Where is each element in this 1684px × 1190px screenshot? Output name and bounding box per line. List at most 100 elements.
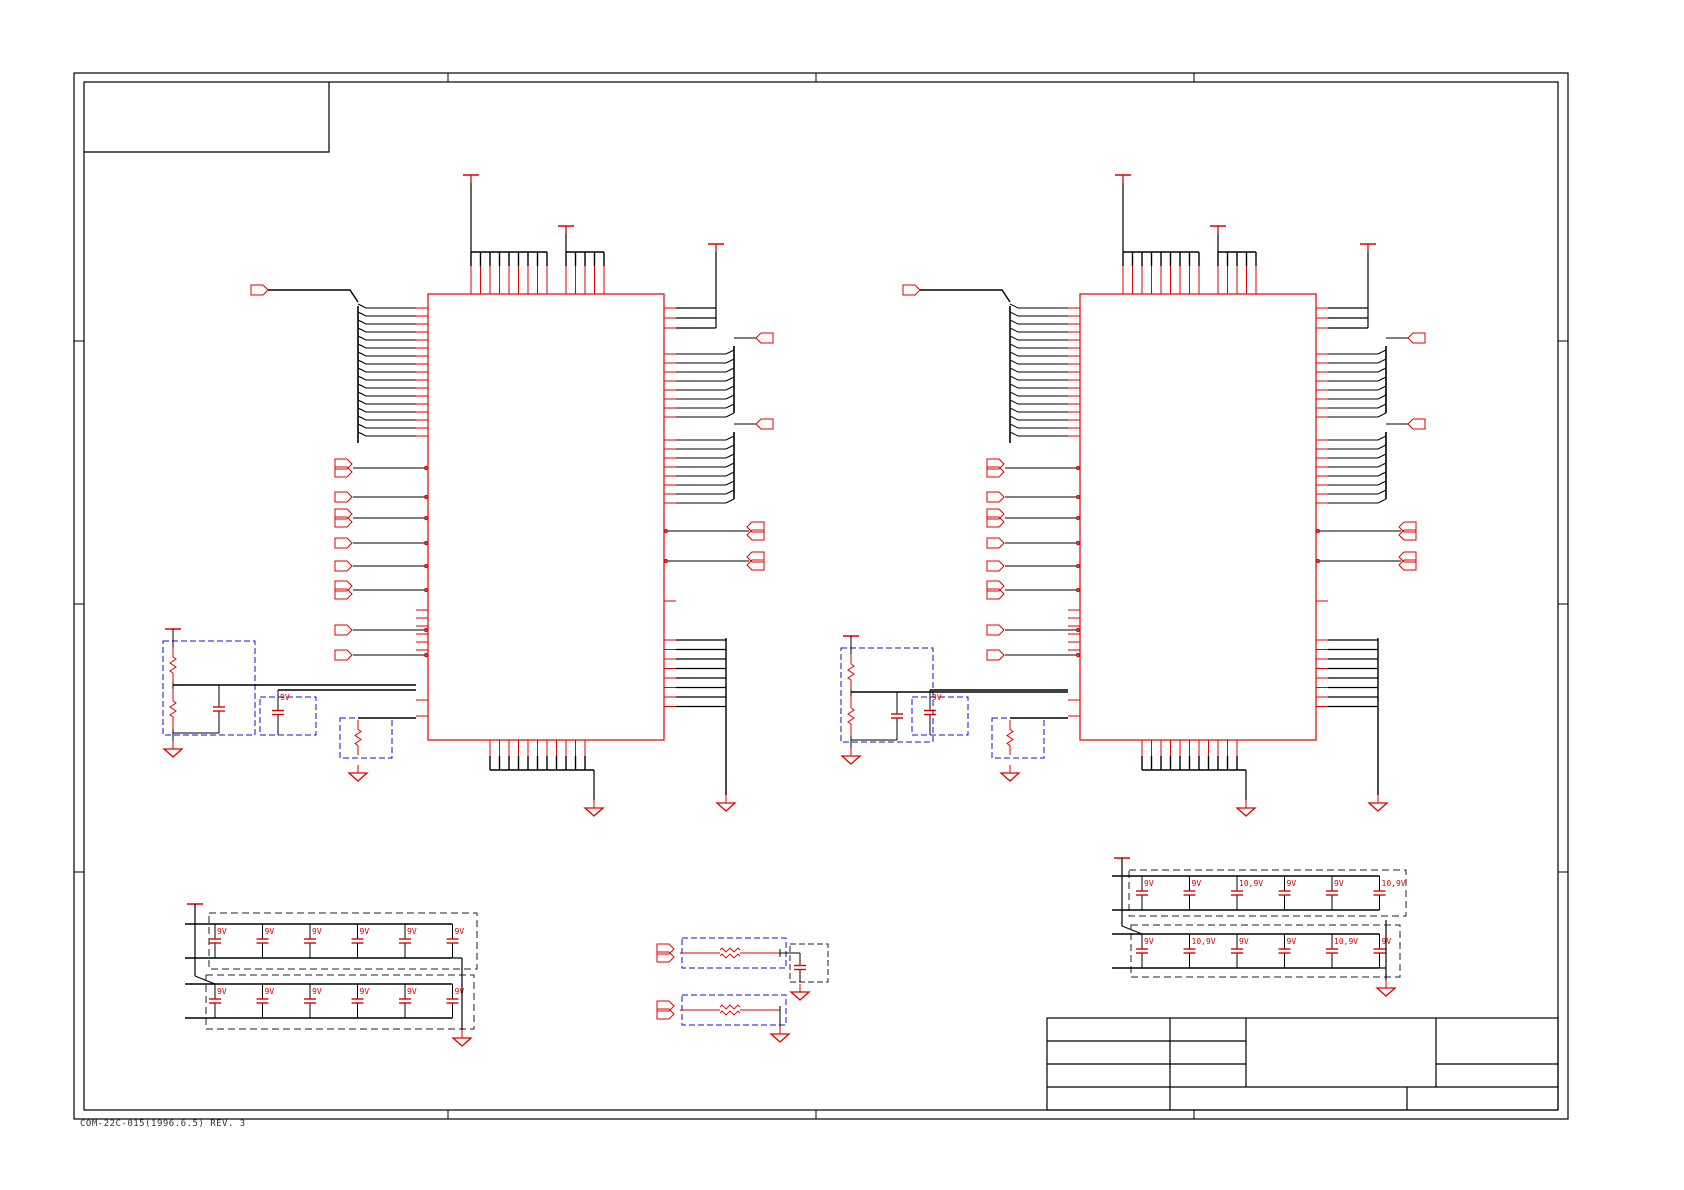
port-connector-icon (334, 508, 353, 528)
capacitor-icon: 9V (446, 984, 465, 1018)
capacitor-voltage-label: 9V (360, 927, 370, 936)
port-connector-icon (1407, 332, 1426, 344)
capacitor-icon: 9V (1278, 934, 1297, 968)
capacitor-icon: 9V (209, 924, 227, 958)
capacitor-icon: 9V (399, 924, 417, 958)
capacitor-icon: 9V (256, 924, 275, 958)
capacitor-icon: 9V (399, 984, 417, 1018)
ic-pin-dot (1075, 540, 1081, 546)
resistor-group-box (339, 717, 393, 759)
capacitor-icon: 9V (304, 924, 322, 958)
ic-pin-dot (1075, 494, 1081, 500)
capacitor-voltage-label: 9V (407, 987, 417, 996)
capacitor-voltage-label: 9V (312, 927, 322, 936)
power-rail-icon (558, 225, 574, 234)
ic-pin-dot (423, 465, 429, 471)
outer-border (73, 72, 1569, 1120)
ic-body (1079, 293, 1317, 741)
ic-pin-dot (423, 652, 429, 658)
filter-cap-box (789, 943, 829, 983)
resistor-icon (1006, 720, 1014, 755)
port-connector-icon (986, 560, 1005, 572)
port-connector-icon (986, 624, 1005, 636)
capacitor-voltage-label: 9V (932, 693, 942, 702)
ground-icon (999, 765, 1021, 782)
capacitor-icon: 10,9V (1326, 934, 1358, 968)
port-connector-icon (986, 491, 1005, 503)
port-connector-icon (986, 458, 1005, 478)
capacitor-icon: 9V (1231, 934, 1249, 968)
ic-pin-dot (663, 558, 669, 564)
port-connector-icon (746, 521, 765, 541)
ic-pin-dot (1315, 528, 1321, 534)
port-connector-icon (986, 537, 1005, 549)
ground-icon (840, 748, 862, 765)
port-connector-icon (334, 649, 353, 661)
power-rail-icon (1210, 225, 1226, 234)
ground-icon (769, 1026, 791, 1043)
resistor-icon (169, 689, 177, 729)
port-connector-icon (902, 284, 921, 296)
title-corner-box (84, 82, 330, 153)
resistor-icon (680, 947, 780, 959)
port-connector-icon (986, 508, 1005, 528)
port-connector-icon (334, 458, 353, 478)
ic-pin-dot (1075, 465, 1081, 471)
ic-pin-dot (423, 563, 429, 569)
ic-pin-dot (1075, 587, 1081, 593)
capacitor-voltage-label: 9V (265, 927, 275, 936)
inner-border (83, 81, 1559, 1111)
ic-pin-dot (423, 627, 429, 633)
port-connector-icon (755, 418, 774, 430)
port-connector-icon (656, 943, 675, 963)
capacitor-icon: 9V (304, 984, 322, 1018)
resistor-icon (354, 720, 362, 755)
port-connector-icon (656, 1000, 675, 1020)
resistor-icon (847, 654, 855, 690)
ic-pin-dot (423, 515, 429, 521)
cap-bank-box-top (208, 912, 478, 970)
ic-chip-2: 9V (840, 174, 1426, 817)
ic-body (427, 293, 665, 741)
resistor-group-box (991, 717, 1045, 759)
port-connector-icon (755, 332, 774, 344)
capacitor-icon: 9V (924, 690, 942, 735)
ground-icon (347, 765, 369, 782)
bus-wire (920, 289, 1011, 303)
capacitor-voltage-label: 9V (1287, 937, 1297, 946)
title-block (1046, 1017, 1559, 1111)
capacitor-voltage-label: 10,9V (1334, 937, 1358, 946)
capacitor-voltage-label: 9V (280, 693, 290, 702)
port-connector-icon (1398, 521, 1417, 541)
port-connector-icon (1407, 418, 1426, 430)
cap-bank-box-top (1128, 869, 1407, 917)
capacitor-icon: 9V (272, 690, 290, 735)
capacitor-voltage-label: 10,9V (1382, 879, 1406, 888)
ic-pin-dot (1315, 558, 1321, 564)
capacitor-voltage-label: 9V (1334, 879, 1344, 888)
ground-icon (451, 1030, 473, 1047)
ic-pin-dot (423, 540, 429, 546)
capacitor-voltage-label: 10,9V (1239, 879, 1263, 888)
capacitor-icon: 9V (1326, 876, 1344, 910)
ground-icon (583, 800, 605, 817)
capacitor-voltage-label: 9V (1239, 937, 1249, 946)
capacitor-icon: 9V (351, 924, 370, 958)
ground-icon (162, 741, 184, 758)
port-connector-icon (986, 580, 1005, 600)
capacitor-voltage-label: 9V (1144, 879, 1154, 888)
capacitor-icon: 9V (1183, 876, 1201, 910)
ic-pin-dot (1075, 652, 1081, 658)
capacitor-icon (891, 692, 903, 740)
ground-icon (1375, 980, 1397, 997)
port-connector-icon (334, 624, 353, 636)
ground-icon (715, 795, 737, 812)
capacitor-voltage-label: 9V (407, 927, 417, 936)
capacitor-icon (794, 953, 806, 982)
capacitor-icon: 9V (1136, 934, 1154, 968)
cap-group-box (259, 696, 317, 736)
capacitor-icon: 9V (209, 984, 227, 1018)
capacitor-voltage-label: 9V (455, 987, 465, 996)
